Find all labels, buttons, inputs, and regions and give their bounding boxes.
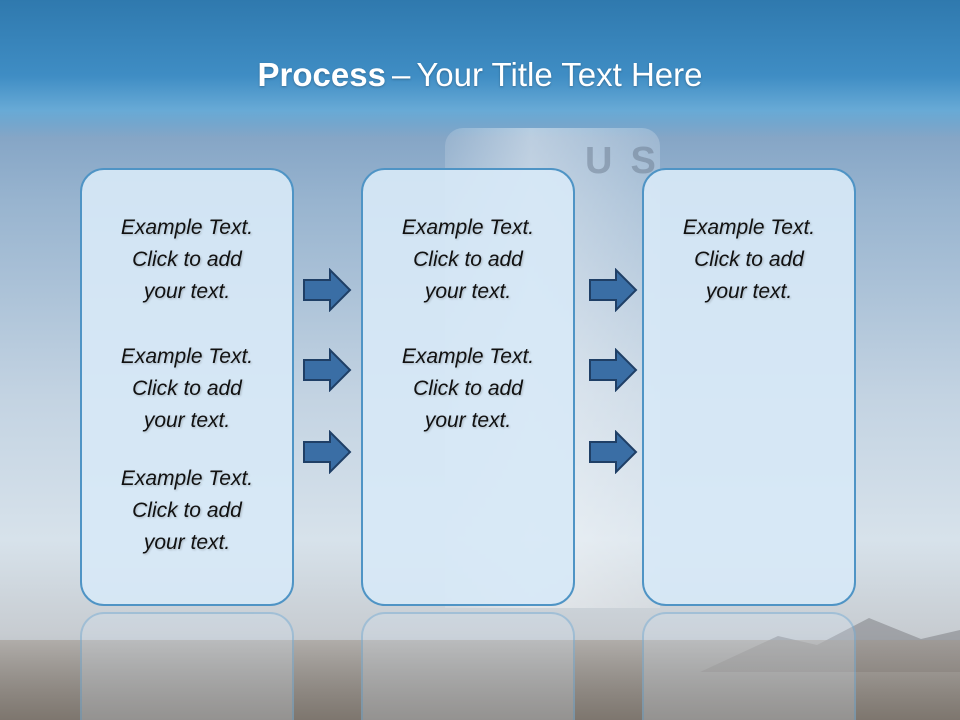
background-ground bbox=[0, 640, 960, 720]
text-placeholder-2-2[interactable]: Example Text. Click to add your text. bbox=[363, 341, 573, 437]
text-placeholder-1-1[interactable]: Example Text. Click to add your text. bbox=[82, 212, 292, 308]
text-line: Click to add bbox=[413, 377, 523, 400]
process-box-3[interactable]: Example Text. Click to add your text. bbox=[642, 168, 856, 606]
text-placeholder-1-3[interactable]: Example Text. Click to add your text. bbox=[82, 463, 292, 559]
text-line: your text. bbox=[424, 280, 512, 303]
text-placeholder-3-1[interactable]: Example Text. Click to add your text. bbox=[644, 212, 854, 308]
background-sign-letters: US bbox=[585, 140, 674, 182]
process-box-1-reflection bbox=[80, 612, 294, 720]
text-placeholder-1-2[interactable]: Example Text. Click to add your text. bbox=[82, 341, 292, 437]
process-box-2-reflection bbox=[361, 612, 575, 720]
right-arrow-icon[interactable] bbox=[588, 268, 638, 312]
text-line: Example Text. bbox=[401, 216, 535, 239]
text-line: your text. bbox=[143, 409, 231, 432]
text-line: Example Text. bbox=[120, 345, 254, 368]
text-line: Click to add bbox=[694, 248, 804, 271]
text-line: Click to add bbox=[132, 499, 242, 522]
title-rest-text: Your Title Text Here bbox=[416, 56, 703, 93]
right-arrow-icon[interactable] bbox=[302, 268, 352, 312]
text-line: your text. bbox=[424, 409, 512, 432]
text-line: Example Text. bbox=[401, 345, 535, 368]
text-line: Click to add bbox=[132, 248, 242, 271]
text-line: Example Text. bbox=[120, 216, 254, 239]
title-bold-text: Process bbox=[257, 56, 386, 93]
process-box-1[interactable]: Example Text. Click to add your text. Ex… bbox=[80, 168, 294, 606]
text-line: Example Text. bbox=[120, 467, 254, 490]
slide-title[interactable]: Process–Your Title Text Here bbox=[0, 52, 960, 98]
process-box-3-reflection bbox=[642, 612, 856, 720]
right-arrow-icon[interactable] bbox=[302, 348, 352, 392]
text-line: Click to add bbox=[132, 377, 242, 400]
right-arrow-icon[interactable] bbox=[588, 348, 638, 392]
title-separator: – bbox=[391, 56, 411, 93]
right-arrow-icon[interactable] bbox=[588, 430, 638, 474]
right-arrow-icon[interactable] bbox=[302, 430, 352, 474]
text-line: your text. bbox=[705, 280, 793, 303]
text-placeholder-2-1[interactable]: Example Text. Click to add your text. bbox=[363, 212, 573, 308]
title-band bbox=[0, 0, 960, 138]
process-box-2[interactable]: Example Text. Click to add your text. Ex… bbox=[361, 168, 575, 606]
text-line: Example Text. bbox=[682, 216, 816, 239]
text-line: your text. bbox=[143, 280, 231, 303]
text-line: your text. bbox=[143, 531, 231, 554]
text-line: Click to add bbox=[413, 248, 523, 271]
